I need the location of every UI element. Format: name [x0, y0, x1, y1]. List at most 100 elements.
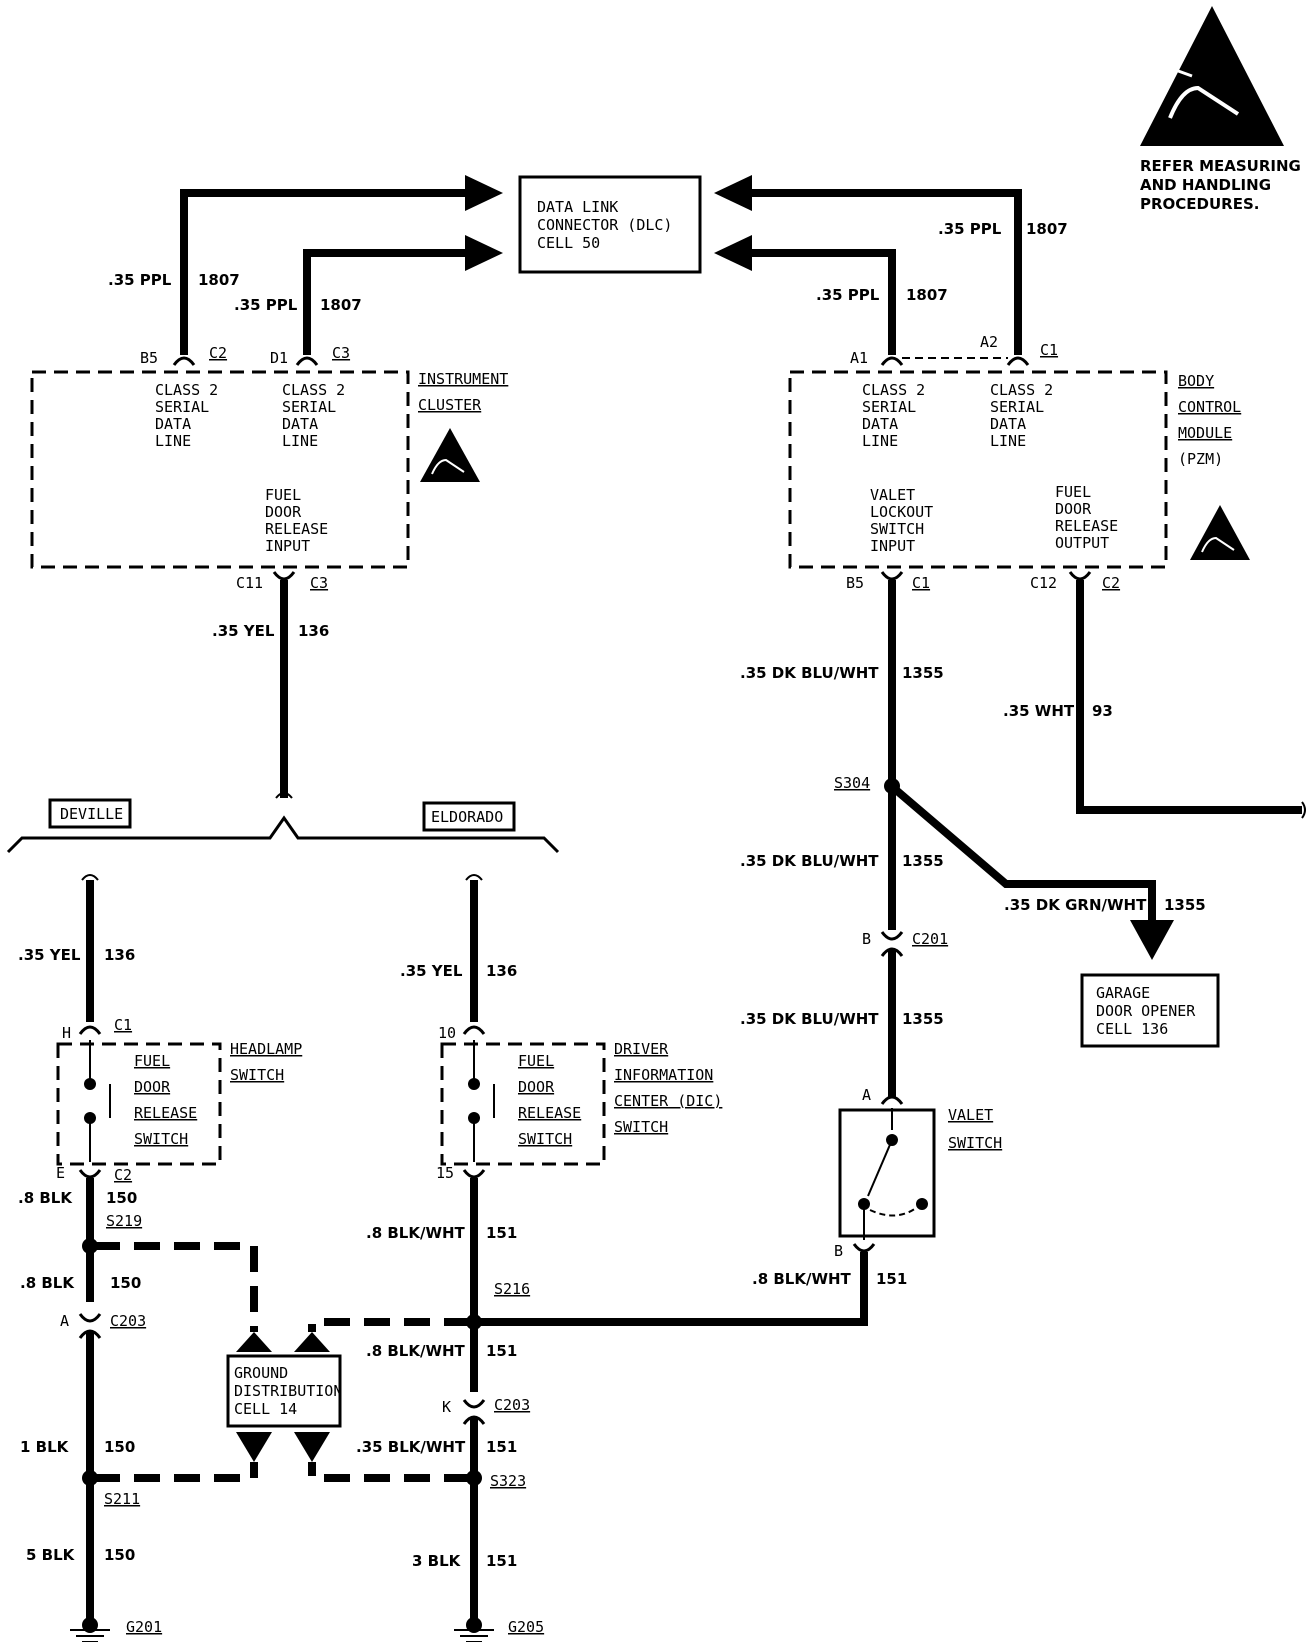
pin-label: C11: [236, 574, 263, 592]
ic-name-l2: CLUSTER: [418, 396, 482, 414]
arrow-right-2: [465, 235, 503, 271]
splice-label: S304: [834, 774, 870, 792]
wire-label: .35 PPL: [938, 220, 1002, 238]
pin-label: B: [834, 1242, 843, 1260]
valet-name-l1: VALET: [948, 1106, 993, 1124]
circuit-label: 1355: [902, 852, 944, 870]
wire-bcm-a2-to-dlc: [750, 189, 1022, 355]
circuit-label: 136: [104, 946, 135, 964]
connector-cap: [1068, 571, 1092, 581]
switch-blade: [867, 1139, 893, 1197]
gnd-dist-line2: DISTRIBUTION: [234, 1382, 342, 1400]
pin-label: E: [56, 1164, 65, 1182]
bcm-csd2-l2: SERIAL: [990, 398, 1044, 416]
bcm-box: [788, 370, 1168, 569]
connector-cap: [880, 931, 904, 941]
pin-label: H: [62, 1024, 71, 1042]
wire-93: [1076, 580, 1302, 814]
switch-arc: [869, 1207, 917, 1217]
circuit-label: 93: [1092, 702, 1113, 720]
eldorado-label: ELDORADO: [431, 808, 503, 826]
bcm-fuel-l3: RELEASE: [1055, 517, 1118, 535]
gnd-dist-line3: CELL 14: [234, 1400, 297, 1418]
bcm-valet-l2: LOCKOUT: [870, 503, 933, 521]
arrow-left-2: [714, 235, 752, 271]
headlamp-name-l2: SWITCH: [230, 1066, 284, 1084]
triangle-down: [236, 1432, 272, 1462]
pin-label: A: [862, 1086, 871, 1104]
circuit-label: 151: [486, 1224, 517, 1242]
ground-label: G205: [508, 1618, 544, 1636]
wire-break: [1301, 801, 1306, 819]
connector-label: C203: [494, 1396, 530, 1414]
wire-break: [465, 874, 483, 881]
splice-label: S211: [104, 1490, 140, 1508]
wire-151-valet: [474, 1252, 868, 1326]
bcm-csd1-l4: LINE: [862, 432, 898, 450]
dic-name-l2: INFORMATION: [614, 1066, 713, 1084]
circuit-label: 150: [104, 1546, 135, 1564]
wire-label: .8 BLK/WHT: [366, 1342, 466, 1360]
bcm-name-l3: MODULE: [1178, 424, 1232, 442]
bcm-csd2-l3: DATA: [990, 415, 1026, 433]
connector-cap: [880, 571, 904, 581]
pin-label: B5: [846, 574, 864, 592]
bcm-valet-l3: SWITCH: [870, 520, 924, 538]
dic-switch-box: [440, 1042, 606, 1166]
splice-label: S219: [106, 1212, 142, 1230]
wire-label: .35 PPL: [816, 286, 880, 304]
bcm-fuel-l2: DOOR: [1055, 500, 1092, 518]
dic-name-l3: CENTER (DIC): [614, 1092, 722, 1110]
circuit-label: 1355: [902, 664, 944, 682]
wire-label: 5 BLK: [26, 1546, 76, 1564]
wire-1355-garage: [893, 786, 1156, 920]
arrow-right-1: [465, 175, 503, 211]
wire-label: 1 BLK: [20, 1438, 70, 1456]
deville-label: DEVILLE: [60, 805, 123, 823]
pin-label: A1: [850, 349, 868, 367]
pin-label: D1: [270, 349, 288, 367]
circuit-label: 150: [106, 1189, 137, 1207]
deville-box: [48, 798, 132, 829]
switch-contact: [916, 1198, 928, 1210]
dlc-line1: DATA LINK: [537, 198, 618, 216]
ic-fuel-l1: FUEL: [265, 486, 301, 504]
headlamp-inner-l4: SWITCH: [134, 1130, 188, 1148]
ic-csd1-l4: LINE: [155, 432, 191, 450]
valet-switch-box: [838, 1108, 936, 1238]
connector-cap: [462, 1169, 486, 1179]
connector-cap: [462, 1415, 486, 1425]
circuit-label: 136: [298, 622, 329, 640]
connector-cap: [1006, 356, 1030, 366]
connector-cap: [880, 356, 904, 366]
bcm-csd1-l3: DATA: [862, 415, 898, 433]
connector-cap: [172, 356, 196, 366]
circuit-label: 1355: [1164, 896, 1206, 914]
garage-line2: DOOR OPENER: [1096, 1002, 1196, 1020]
gnd-dist-line1: GROUND: [234, 1364, 288, 1382]
switch-contact: [84, 1078, 96, 1090]
eldorado-box: [422, 801, 516, 832]
headlamp-name-l1: HEADLAMP: [230, 1040, 302, 1058]
triangle-up: [294, 1332, 330, 1352]
circuit-label: 1807: [1026, 220, 1068, 238]
dlc-line3: CELL 50: [537, 234, 600, 252]
headlamp-inner-l1: FUEL: [134, 1052, 170, 1070]
ground-dash: [308, 1462, 470, 1482]
bcm-name-l1: BODY: [1178, 372, 1214, 390]
triangle-down: [294, 1432, 330, 1462]
circuit-label: 151: [486, 1552, 517, 1570]
garage-box: [1080, 973, 1220, 1048]
garage-line3: CELL 136: [1096, 1020, 1168, 1038]
wire-label: .35 YEL: [212, 622, 275, 640]
warning-line3: PROCEDURES.: [1140, 195, 1259, 213]
circuit-label: 1355: [902, 1010, 944, 1028]
arrow-down: [1130, 920, 1174, 960]
wire-label: .8 BLK/WHT: [366, 1224, 466, 1242]
ground-dash: [308, 1318, 470, 1332]
ic-csd2-l2: SERIAL: [282, 398, 336, 416]
wire-label: 3 BLK: [412, 1552, 462, 1570]
wire-label: .35 PPL: [108, 271, 172, 289]
connector-cap: [462, 1399, 486, 1409]
circuit-label: 151: [486, 1438, 517, 1456]
